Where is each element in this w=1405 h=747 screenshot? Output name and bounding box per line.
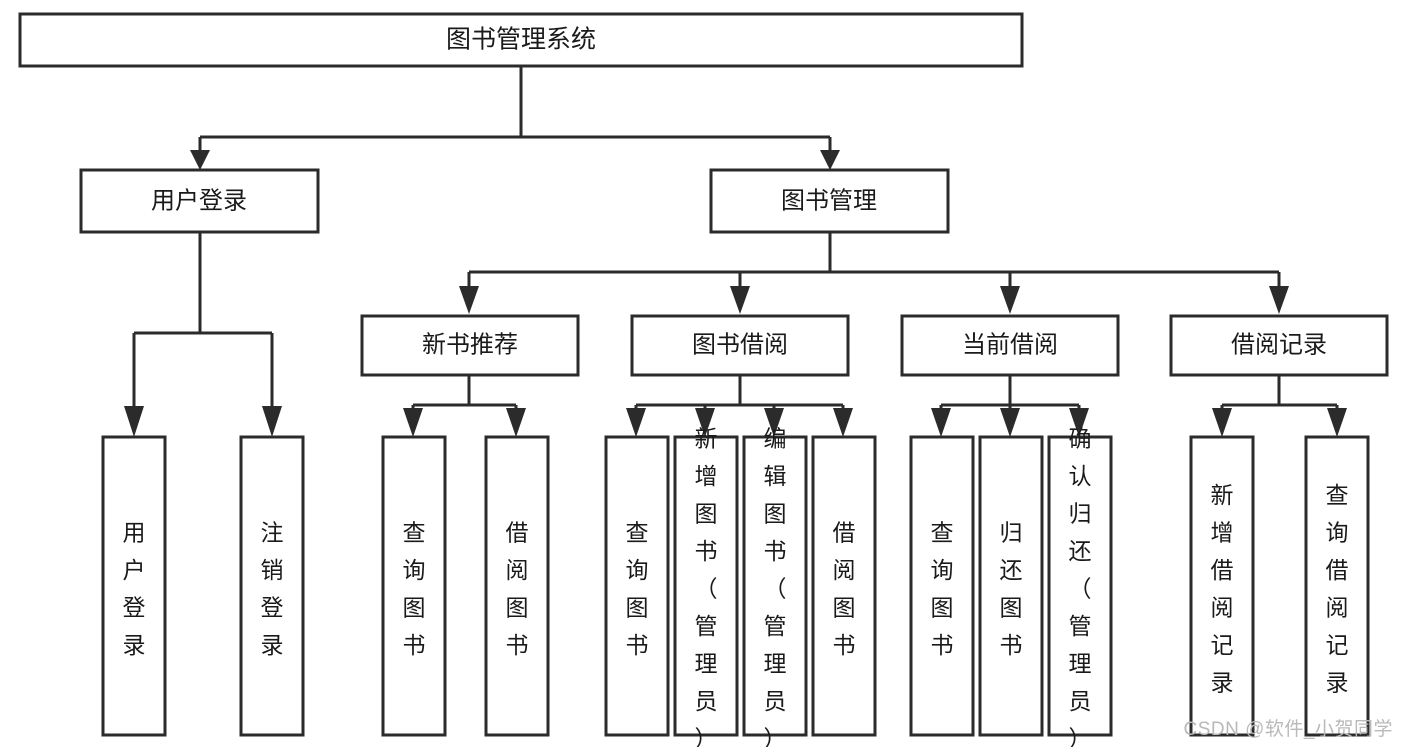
node-root-label: 图书管理系统 — [446, 26, 596, 54]
node-leaf-edit-book[interactable]: 编辑图书（管理员） — [742, 426, 808, 747]
node-leaf-query-book-2[interactable]: 查询图书 — [604, 435, 670, 737]
node-leaf-confirm-return-label: 确认归还（管理员） — [1069, 426, 1092, 747]
arrow-to-leaf-user-logout — [262, 406, 282, 437]
arrow-to-new-book-rec — [459, 286, 479, 314]
node-leaf-query-record-label: 查询借阅记录 — [1326, 482, 1349, 696]
node-user-login-label: 用户登录 — [151, 187, 247, 214]
node-book-borrow-box[interactable] — [630, 314, 850, 377]
node-leaf-return-book-label: 归还图书 — [1000, 519, 1023, 658]
node-leaf-query-record[interactable]: 查询借阅记录 — [1304, 435, 1370, 737]
node-leaf-confirm-return-box[interactable] — [1047, 435, 1113, 737]
node-borrow-record-box[interactable] — [1169, 314, 1389, 377]
node-leaf-user-logout-label: 注销登录 — [261, 519, 284, 658]
arrow-to-book-manage — [820, 150, 840, 170]
node-leaf-user-login-box[interactable] — [101, 435, 167, 737]
node-leaf-borrow-book-1-label: 借阅图书 — [506, 519, 529, 658]
node-leaf-borrow-book-1[interactable]: 借阅图书 — [484, 435, 550, 737]
node-leaf-query-book-3[interactable]: 查询图书 — [909, 435, 975, 737]
node-new-book-rec-label: 新书推荐 — [422, 331, 518, 358]
node-leaf-query-book-1-label: 查询图书 — [403, 519, 426, 658]
node-leaf-borrow-book-1-box[interactable] — [484, 435, 550, 737]
node-current-borrow-box[interactable] — [900, 314, 1120, 377]
node-book-manage-box[interactable] — [709, 168, 950, 234]
node-leaf-user-login-label: 用户登录 — [123, 519, 146, 658]
node-book-manage-label: 图书管理 — [781, 187, 877, 214]
node-leaf-user-login[interactable]: 用户登录 — [101, 435, 167, 737]
node-leaf-query-book-2-box[interactable] — [604, 435, 670, 737]
node-leaf-borrow-book-2-label: 借阅图书 — [833, 519, 856, 658]
node-leaf-return-book-box[interactable] — [978, 435, 1044, 737]
node-leaf-add-record-label: 新增借阅记录 — [1211, 482, 1234, 696]
node-leaf-borrow-book-2-box[interactable] — [811, 435, 877, 737]
node-leaf-query-record-box[interactable] — [1304, 435, 1370, 737]
arrow-to-current-borrow — [1000, 286, 1020, 314]
node-leaf-query-book-2-label: 查询图书 — [626, 519, 649, 658]
node-root[interactable]: 图书管理系统 — [18, 12, 1024, 68]
arrow-to-borrow-record — [1269, 286, 1289, 314]
node-leaf-user-logout[interactable]: 注销登录 — [239, 435, 305, 737]
node-user-login-box[interactable] — [79, 168, 320, 234]
node-book-borrow-label: 图书借阅 — [692, 331, 788, 358]
node-new-book-rec-box[interactable] — [360, 314, 580, 377]
node-book-manage[interactable]: 图书管理 — [709, 168, 950, 234]
arrow-to-leaf-query-record — [1327, 408, 1347, 437]
arrow-to-leaf-return-book — [1000, 408, 1020, 437]
node-book-borrow[interactable]: 图书借阅 — [630, 314, 850, 377]
arrow-to-leaf-user-login — [124, 406, 144, 437]
node-leaf-query-book-3-label: 查询图书 — [931, 519, 954, 658]
node-leaf-add-book-label: 新增图书（管理员） — [695, 426, 718, 747]
arrow-to-leaf-add-book — [695, 408, 715, 437]
node-current-borrow-label: 当前借阅 — [962, 331, 1058, 358]
node-new-book-rec[interactable]: 新书推荐 — [360, 314, 580, 377]
node-root-box[interactable] — [18, 12, 1024, 68]
arrow-to-leaf-query-book-1 — [403, 408, 423, 437]
arrow-to-book-borrow — [730, 286, 750, 314]
arrow-to-leaf-add-record — [1212, 408, 1232, 437]
node-leaf-return-book[interactable]: 归还图书 — [978, 435, 1044, 737]
node-leaf-borrow-book-2[interactable]: 借阅图书 — [811, 435, 877, 737]
arrow-to-leaf-borrow-book-1 — [506, 408, 526, 437]
connector-layer — [124, 66, 1347, 437]
node-leaf-confirm-return[interactable]: 确认归还（管理员） — [1047, 426, 1113, 747]
arrow-to-leaf-query-book-3 — [931, 408, 951, 437]
node-borrow-record[interactable]: 借阅记录 — [1169, 314, 1389, 377]
node-leaf-query-book-1[interactable]: 查询图书 — [381, 435, 447, 737]
node-borrow-record-label: 借阅记录 — [1231, 331, 1327, 358]
arrow-to-leaf-query-book-2 — [626, 408, 646, 437]
node-leaf-edit-book-box[interactable] — [742, 435, 808, 737]
arrow-to-user-login — [190, 150, 210, 170]
arrow-to-leaf-borrow-book-2 — [833, 408, 853, 437]
node-leaf-query-book-1-box[interactable] — [381, 435, 447, 737]
node-leaf-user-logout-box[interactable] — [239, 435, 305, 737]
csdn-watermark: CSDN @软件_小贺同学 — [1183, 719, 1393, 740]
node-leaf-add-record-box[interactable] — [1189, 435, 1255, 737]
node-leaf-edit-book-label: 编辑图书（管理员） — [764, 426, 787, 747]
node-leaf-add-record[interactable]: 新增借阅记录 — [1189, 435, 1255, 737]
node-user-login[interactable]: 用户登录 — [79, 168, 320, 234]
node-leaf-query-book-3-box[interactable] — [909, 435, 975, 737]
arrow-to-leaf-confirm-return — [1069, 408, 1089, 437]
node-leaf-add-book-box[interactable] — [673, 435, 739, 737]
node-leaf-add-book[interactable]: 新增图书（管理员） — [673, 426, 739, 747]
arrow-to-leaf-edit-book — [764, 408, 784, 437]
node-current-borrow[interactable]: 当前借阅 — [900, 314, 1120, 377]
